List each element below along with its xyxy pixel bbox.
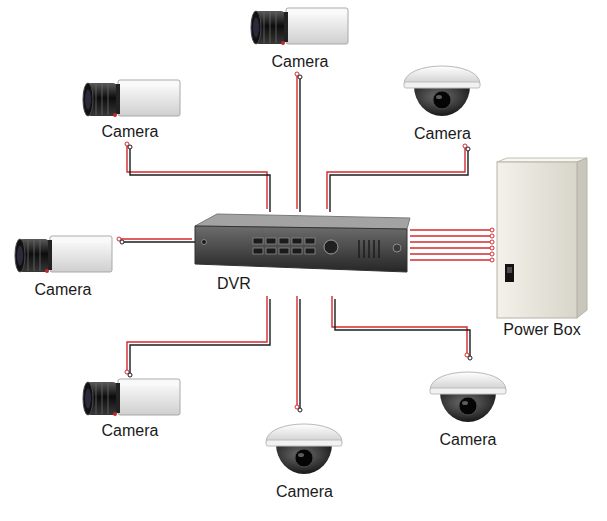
dvr-button (266, 238, 276, 244)
cable-wire (332, 296, 467, 355)
cable-wire (330, 149, 468, 212)
cable-wire (296, 296, 297, 407)
box-front (497, 162, 577, 318)
dvr-knob (393, 244, 401, 252)
cable-wire (130, 299, 270, 375)
cable-connector (117, 237, 195, 244)
cable-connector (295, 296, 302, 412)
cable-connector (125, 142, 270, 212)
dome-camera (266, 424, 342, 474)
cable-wire (410, 241, 492, 242)
node-label: Camera (252, 482, 357, 507)
camera-node: Camera (72, 76, 188, 147)
cable-wire (410, 247, 492, 248)
node-label: Camera (4, 280, 122, 305)
cable-connector (410, 228, 494, 262)
box-side (577, 158, 587, 318)
node-label: Camera (395, 124, 490, 149)
wire-terminal (490, 252, 494, 256)
wire-terminal (120, 240, 124, 244)
cable-wire (127, 144, 267, 209)
dvr-front (195, 226, 407, 272)
dvr-vents (359, 240, 379, 258)
dvr-button (253, 238, 263, 244)
box-camera (83, 80, 180, 117)
cable-wire (410, 229, 492, 230)
vent (368, 240, 369, 258)
cable-wire (299, 77, 300, 212)
cable-wire (122, 241, 195, 242)
dvr-button (279, 248, 289, 254)
dvr-button (292, 248, 302, 254)
dvr-button (266, 248, 276, 254)
box-camera (251, 8, 348, 45)
wire-terminal (490, 234, 494, 238)
dvr-dial (324, 240, 338, 254)
vent (378, 240, 379, 258)
cable-connector (327, 144, 470, 212)
camera-node: Camera (395, 52, 490, 149)
dvr-node: DVR (195, 212, 410, 299)
camera-node: Camera (240, 4, 360, 77)
cable-wire (130, 147, 270, 212)
wire-terminal (466, 147, 470, 151)
vent (363, 240, 364, 258)
wire-terminal (490, 258, 494, 262)
cable-wire (127, 296, 267, 372)
wire-terminal (490, 228, 494, 232)
cable-wire (119, 238, 192, 239)
dvr-button (305, 248, 315, 254)
camera-node: Camera (252, 410, 357, 507)
dvr-device (195, 214, 410, 272)
wire-terminal (128, 145, 132, 149)
cable-wire (410, 235, 492, 236)
cable-wire (327, 146, 465, 209)
wire-terminal (490, 240, 494, 244)
dvr-button (305, 238, 315, 244)
dome-camera (430, 372, 506, 422)
dvr-buttons (253, 238, 315, 254)
wire-terminal (298, 75, 302, 79)
camera-node: Camera (72, 375, 188, 446)
dvr-button (279, 238, 289, 244)
dvr-button (292, 238, 302, 244)
wire-terminal (128, 373, 132, 377)
node-label: Camera (418, 430, 518, 455)
switch-rocker (507, 267, 512, 273)
wire-terminal (468, 356, 472, 360)
power-box-node: Power Box (492, 156, 592, 345)
power-box-device (497, 158, 587, 318)
cable-connector (295, 72, 302, 212)
dome-camera (404, 66, 480, 116)
camera-node: Camera (418, 358, 518, 455)
cable-wire (296, 74, 297, 209)
box-camera (15, 236, 112, 273)
cable-wire (299, 299, 300, 410)
node-label: Camera (72, 122, 188, 147)
cable-connector (332, 296, 472, 360)
wire-terminal (490, 246, 494, 250)
box-camera (83, 379, 180, 416)
cable-wire (410, 253, 492, 254)
node-label: Camera (240, 52, 360, 77)
node-label: Power Box (492, 320, 592, 345)
cable-wire (410, 259, 492, 260)
vent (358, 240, 359, 258)
box-top (497, 158, 587, 162)
dvr-port (202, 240, 207, 245)
vent (373, 240, 374, 258)
power-switch (505, 264, 514, 282)
node-label: Camera (72, 421, 188, 446)
cable-wire (335, 299, 470, 358)
camera-node: Camera (4, 232, 122, 305)
cable-connector (125, 296, 270, 377)
wire-terminal (298, 408, 302, 412)
node-label: DVR (195, 274, 410, 299)
dvr-button (253, 248, 263, 254)
